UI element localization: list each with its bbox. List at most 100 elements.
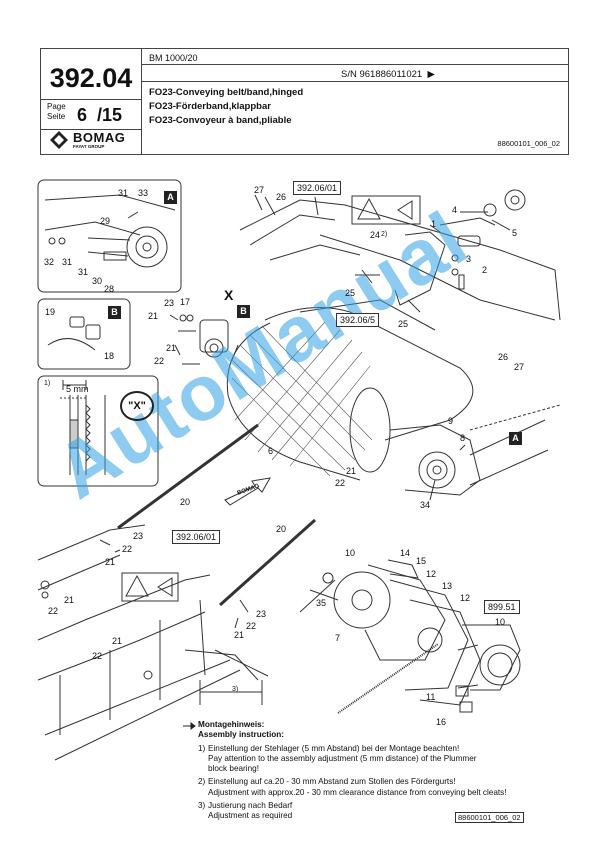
- part-label[interactable]: 22: [154, 356, 165, 366]
- pointing-hand-icon: [183, 722, 196, 730]
- view-x-mark: X: [224, 287, 234, 303]
- dim-note-2: 2): [381, 231, 388, 238]
- badge-a-main: A: [509, 432, 522, 445]
- title-block: 392.04 Page Seite 6 /15 BOMAG FAYAT GROU…: [40, 48, 569, 155]
- badge-b-main: B: [237, 305, 250, 318]
- part-label[interactable]: 21: [346, 466, 357, 476]
- page-number: 392.04: [49, 63, 133, 93]
- part-label[interactable]: 14: [400, 548, 411, 558]
- part-label[interactable]: 3: [466, 254, 472, 264]
- detail-x-circle: "X": [120, 391, 154, 421]
- part-label[interactable]: 10: [495, 617, 506, 627]
- part-label[interactable]: 22: [48, 606, 59, 616]
- dim-note-1: 1): [44, 380, 51, 387]
- instruction-item: 3) Justierung nach Bedarf Adjustment as …: [198, 801, 293, 821]
- part-label[interactable]: 25: [345, 288, 356, 298]
- serial-arrow-icon: ▶: [427, 69, 435, 80]
- part-label[interactable]: 1: [431, 219, 437, 229]
- part-label[interactable]: 15: [416, 556, 427, 566]
- page-label-en: Page: [47, 102, 66, 111]
- part-label[interactable]: 6: [268, 446, 274, 456]
- part-label[interactable]: 20: [180, 497, 191, 507]
- part-label[interactable]: 20: [276, 524, 287, 534]
- model-name: BM 1000/20: [149, 53, 198, 63]
- part-label[interactable]: 33: [138, 188, 149, 198]
- part-label[interactable]: 21: [234, 630, 245, 640]
- part-label[interactable]: 26: [276, 192, 287, 202]
- detail-b-frame: [37, 298, 131, 370]
- part-label[interactable]: 19: [45, 307, 56, 317]
- part-label[interactable]: 18: [104, 351, 115, 361]
- page-label-de: Seite: [47, 112, 66, 121]
- part-label[interactable]: 22: [122, 544, 133, 554]
- detail-a-frame: [37, 179, 182, 293]
- badge-b-detail: B: [108, 306, 121, 319]
- part-label[interactable]: 25: [398, 319, 409, 329]
- part-label[interactable]: 9: [448, 416, 454, 426]
- part-label[interactable]: 22: [246, 621, 257, 631]
- part-label[interactable]: 24: [370, 230, 381, 240]
- part-label[interactable]: 21: [64, 595, 75, 605]
- part-label[interactable]: 30: [92, 276, 103, 286]
- part-label[interactable]: 4: [452, 205, 458, 215]
- page-total: /15: [97, 105, 123, 125]
- instructions-heading-en: Assembly instruction:: [198, 730, 284, 740]
- detail-x-frame: [37, 375, 159, 487]
- part-label[interactable]: 21: [112, 636, 123, 646]
- part-label[interactable]: 28: [104, 284, 115, 294]
- part-label[interactable]: 11: [426, 692, 436, 702]
- dim-note-3: 3): [232, 686, 239, 693]
- dim-5mm: 5 mm: [66, 384, 89, 394]
- part-label[interactable]: 31: [62, 257, 73, 267]
- part-label[interactable]: 16: [436, 717, 447, 727]
- part-label[interactable]: 8: [460, 433, 466, 443]
- bomag-diamond-icon: [50, 131, 68, 149]
- page-current: 6: [77, 105, 88, 125]
- part-label[interactable]: 31: [78, 267, 89, 277]
- instruction-item: 2) Einstellung auf ca.20 - 30 mm Abstand…: [198, 777, 507, 797]
- part-label[interactable]: 27: [514, 362, 525, 372]
- part-label[interactable]: 12: [426, 569, 437, 579]
- part-label[interactable]: 7: [335, 633, 341, 643]
- bomag-logo: BOMAG FAYAT GROUP: [49, 130, 137, 150]
- part-label[interactable]: 12: [460, 593, 471, 603]
- part-label[interactable]: 17: [180, 297, 191, 307]
- part-label[interactable]: 23: [256, 609, 267, 619]
- part-label[interactable]: 32: [44, 257, 55, 267]
- ref-box-899-51[interactable]: 899.51: [484, 600, 520, 614]
- instructions-heading-de: Montagehinweis:: [198, 720, 265, 729]
- assembly-instructions: Montagehinweis: Assembly instruction: 1)…: [183, 720, 528, 822]
- part-label[interactable]: 21: [148, 311, 159, 321]
- logo-name: BOMAG: [73, 130, 126, 145]
- part-label[interactable]: 31: [118, 188, 129, 198]
- part-label[interactable]: 5: [512, 228, 518, 238]
- page-number-block: 392.04 Page Seite 6 /15 BOMAG FAYAT GROU…: [41, 49, 142, 154]
- title-en: FO23-Conveying belt/band,hinged: [149, 87, 304, 98]
- logo-subtitle: FAYAT GROUP: [73, 144, 105, 149]
- part-label[interactable]: 10: [345, 548, 356, 558]
- title-de: FO23-Förderband,klappbar: [149, 101, 271, 112]
- ref-box-392-06-01-bottom[interactable]: 392.06/01: [172, 530, 221, 544]
- badge-a-detail: A: [164, 191, 177, 204]
- doc-reference: 88600101_006_02: [497, 139, 560, 148]
- part-label[interactable]: 26: [498, 352, 509, 362]
- part-label[interactable]: 23: [164, 298, 175, 308]
- part-label[interactable]: 23: [133, 531, 144, 541]
- part-label[interactable]: 27: [254, 185, 265, 195]
- part-label[interactable]: 21: [166, 343, 177, 353]
- ref-box-392-06-01-top[interactable]: 392.06/01: [293, 181, 342, 195]
- part-label[interactable]: 2: [482, 265, 488, 275]
- ref-box-392-06-5[interactable]: 392.06/5: [336, 313, 380, 327]
- part-label[interactable]: 35: [316, 598, 327, 608]
- part-label[interactable]: 22: [92, 651, 103, 661]
- instruction-item: 1) Einstellung der Stehlager (5 mm Absta…: [198, 743, 477, 774]
- serial-number: S/N 961886011021 ▶: [341, 69, 435, 80]
- title-fr: FO23-Convoyeur à band,pliable: [149, 115, 292, 126]
- part-label[interactable]: 21: [105, 557, 116, 567]
- part-label[interactable]: 13: [442, 581, 453, 591]
- part-label[interactable]: 29: [100, 216, 111, 226]
- part-label[interactable]: 22: [335, 478, 346, 488]
- part-label[interactable]: 34: [420, 500, 431, 510]
- footer-doc-reference: 88600101_006_02: [455, 812, 524, 823]
